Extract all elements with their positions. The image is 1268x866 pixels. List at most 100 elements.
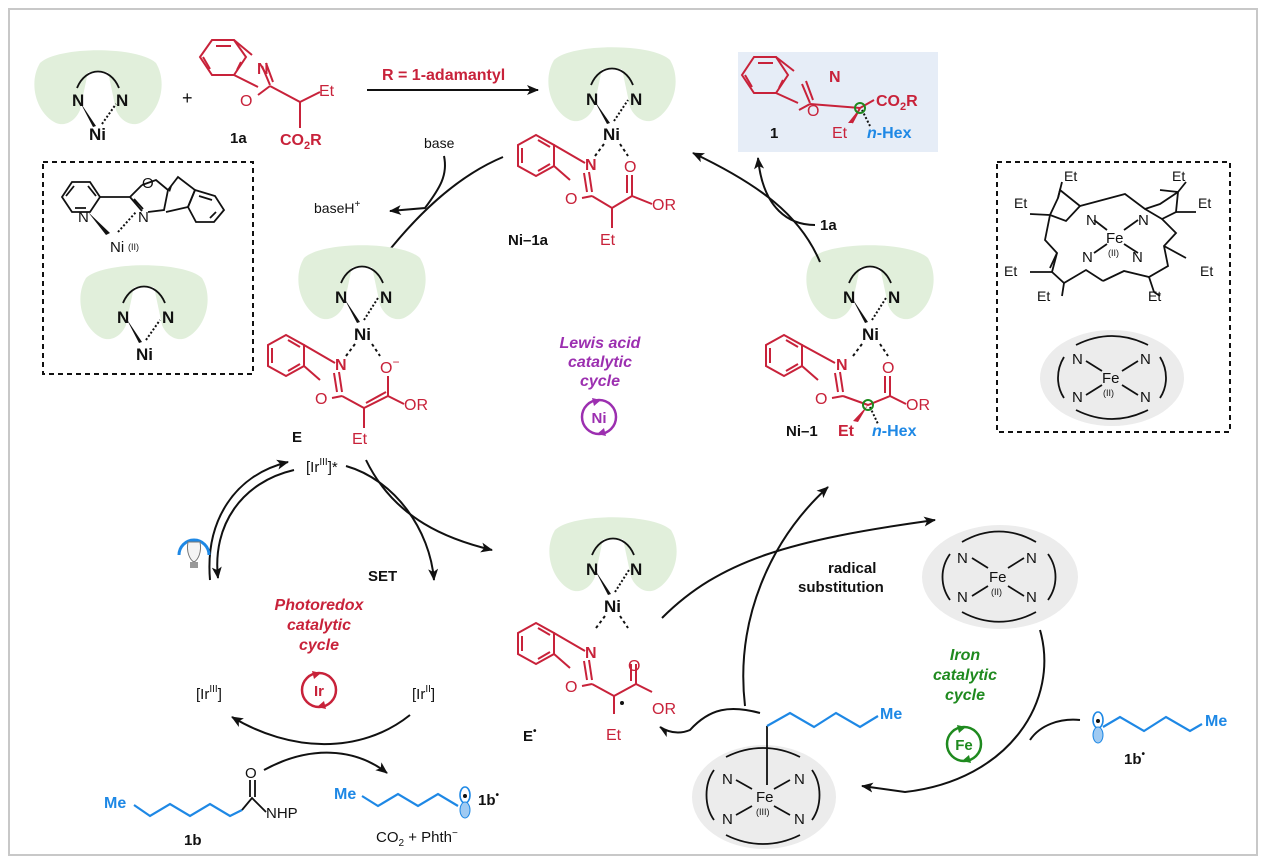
label-ni-1: Ni–1 xyxy=(786,423,818,440)
radical-transfer-arrow xyxy=(659,707,761,738)
svg-text:Lewis acid: Lewis acid xyxy=(560,335,642,352)
svg-text:CO2R: CO2R xyxy=(876,93,918,113)
ni-atom: Ni xyxy=(603,125,620,144)
ni-atom: Ni xyxy=(136,345,153,364)
ethyl-group: Et xyxy=(832,125,848,142)
o-atom: O xyxy=(815,391,827,408)
ni-oxidation-state: (II) xyxy=(128,242,139,252)
excitation-arrow xyxy=(208,459,289,581)
hash-bond xyxy=(101,103,117,125)
n-atom: N xyxy=(836,357,848,374)
condition-label: R = 1-adamantyl xyxy=(382,67,505,84)
n-atom: N xyxy=(78,209,89,226)
svg-text:Me: Me xyxy=(334,786,356,803)
alkyl-radical-1b-right: Me 1b• xyxy=(1092,711,1227,768)
svg-text:N: N xyxy=(794,811,805,828)
lightbulb-icon xyxy=(177,538,211,568)
n-atom: N xyxy=(162,308,174,327)
label-1a-reentry: 1a xyxy=(820,217,837,234)
plus-sign: + xyxy=(182,88,193,108)
fe-ii-disk xyxy=(1040,330,1184,426)
ester-or: OR xyxy=(652,197,676,214)
ethyl-group: Et xyxy=(600,232,616,249)
ni-atom: Ni xyxy=(89,125,106,144)
svg-text:catalytic: catalytic xyxy=(933,667,997,684)
stereocenter-marker xyxy=(862,399,874,411)
base-deprotonation-arrow xyxy=(389,155,446,216)
reagent-1b: Me O NHP 1b xyxy=(104,765,298,849)
svg-text:N: N xyxy=(1140,351,1151,368)
ethyl-group: Et xyxy=(352,431,368,448)
svg-text:Et: Et xyxy=(1014,195,1027,211)
svg-text:Et: Et xyxy=(1198,195,1211,211)
svg-text:Et: Et xyxy=(1148,288,1161,304)
ni-cycle-label: Lewis acid catalytic cycle Ni xyxy=(560,335,642,436)
radical-substitution-label: radical xyxy=(828,560,876,577)
svg-text:Ir: Ir xyxy=(314,683,324,700)
svg-text:Et: Et xyxy=(1037,288,1050,304)
n-atom: N xyxy=(116,91,128,110)
fe-cycle-label: Iron catalytic cycle Fe xyxy=(933,647,997,763)
nhp-group: NHP xyxy=(266,805,298,822)
n-atom: N xyxy=(1138,212,1149,229)
substrate-entry-arrow xyxy=(754,157,816,226)
radical-substitution-arrow xyxy=(742,486,829,707)
n-atom: N xyxy=(630,90,642,109)
ni-atom: Ni xyxy=(604,597,621,616)
o-atom: O xyxy=(240,93,252,110)
svg-text:O: O xyxy=(245,765,257,782)
svg-text:N: N xyxy=(722,771,733,788)
n-atom: N xyxy=(1086,212,1097,229)
photoredox-cycle: [IrIII]* [IrIII] [IrII] SET Photoredox c… xyxy=(177,457,439,774)
n-atom: N xyxy=(843,288,855,307)
svg-text:cycle: cycle xyxy=(580,373,620,390)
svg-text:catalytic: catalytic xyxy=(568,354,632,371)
ni-atom: Ni xyxy=(110,239,124,256)
scheme-frame xyxy=(8,8,1258,856)
svg-text:Ni: Ni xyxy=(592,410,607,427)
svg-text:catalytic: catalytic xyxy=(287,617,351,634)
svg-text:Me: Me xyxy=(1205,713,1227,730)
svg-text:Iron: Iron xyxy=(950,647,980,664)
svg-text:Me: Me xyxy=(880,706,902,723)
ni-atom: Ni xyxy=(354,325,371,344)
n-atom: N xyxy=(829,69,841,86)
svg-text:O−: O− xyxy=(380,355,399,377)
n-atom: N xyxy=(117,308,129,327)
svg-text:[IrIII]*: [IrIII]* xyxy=(306,457,338,476)
ethyl-group: Et xyxy=(838,423,855,440)
ir-regeneration-arrow xyxy=(231,714,411,746)
svg-text:Fe: Fe xyxy=(756,789,774,806)
ni-catalyst-start: N N Ni xyxy=(33,49,163,144)
ligand-legend-box: N N O Ni (II) N N Ni xyxy=(42,161,254,375)
n-atom: N xyxy=(1082,249,1093,266)
ester-or: OR xyxy=(652,701,676,718)
svg-text:Fe: Fe xyxy=(989,569,1007,586)
svg-text:N: N xyxy=(1072,389,1083,406)
n-atom: N xyxy=(630,560,642,579)
label-product-1: 1 xyxy=(770,125,778,142)
o-atom: O xyxy=(807,103,819,120)
n-atom: N xyxy=(586,90,598,109)
svg-text:N: N xyxy=(957,550,968,567)
svg-text:N: N xyxy=(1072,351,1083,368)
svg-text:n-Hex: n-Hex xyxy=(867,125,912,142)
svg-text:n-Hex: n-Hex xyxy=(872,423,917,440)
svg-text:(II): (II) xyxy=(1103,388,1114,398)
svg-text:baseH+: baseH+ xyxy=(314,199,360,216)
n-atom: N xyxy=(335,288,347,307)
o-atom: O xyxy=(624,159,636,176)
svg-text:E•: E• xyxy=(523,726,537,745)
label-ni-1a: Ni–1a xyxy=(508,232,549,249)
alkyl-radical-1b-left: Me 1b• CO2 + Phth− xyxy=(334,786,500,849)
radical-entry-arrow xyxy=(1029,718,1081,741)
ni-1a-complex: N N Ni N O O OR Et Ni–1a xyxy=(508,46,677,249)
svg-text:cycle: cycle xyxy=(945,687,985,704)
cycle-arrow-ni1a-to-e xyxy=(379,156,504,263)
set-arrow xyxy=(345,465,439,581)
ethyl-group: Et xyxy=(606,727,622,744)
o-atom: O xyxy=(565,679,577,696)
svg-text:1b•: 1b• xyxy=(1124,749,1146,768)
base-label: base xyxy=(424,135,455,151)
svg-text:(II): (II) xyxy=(991,587,1002,597)
